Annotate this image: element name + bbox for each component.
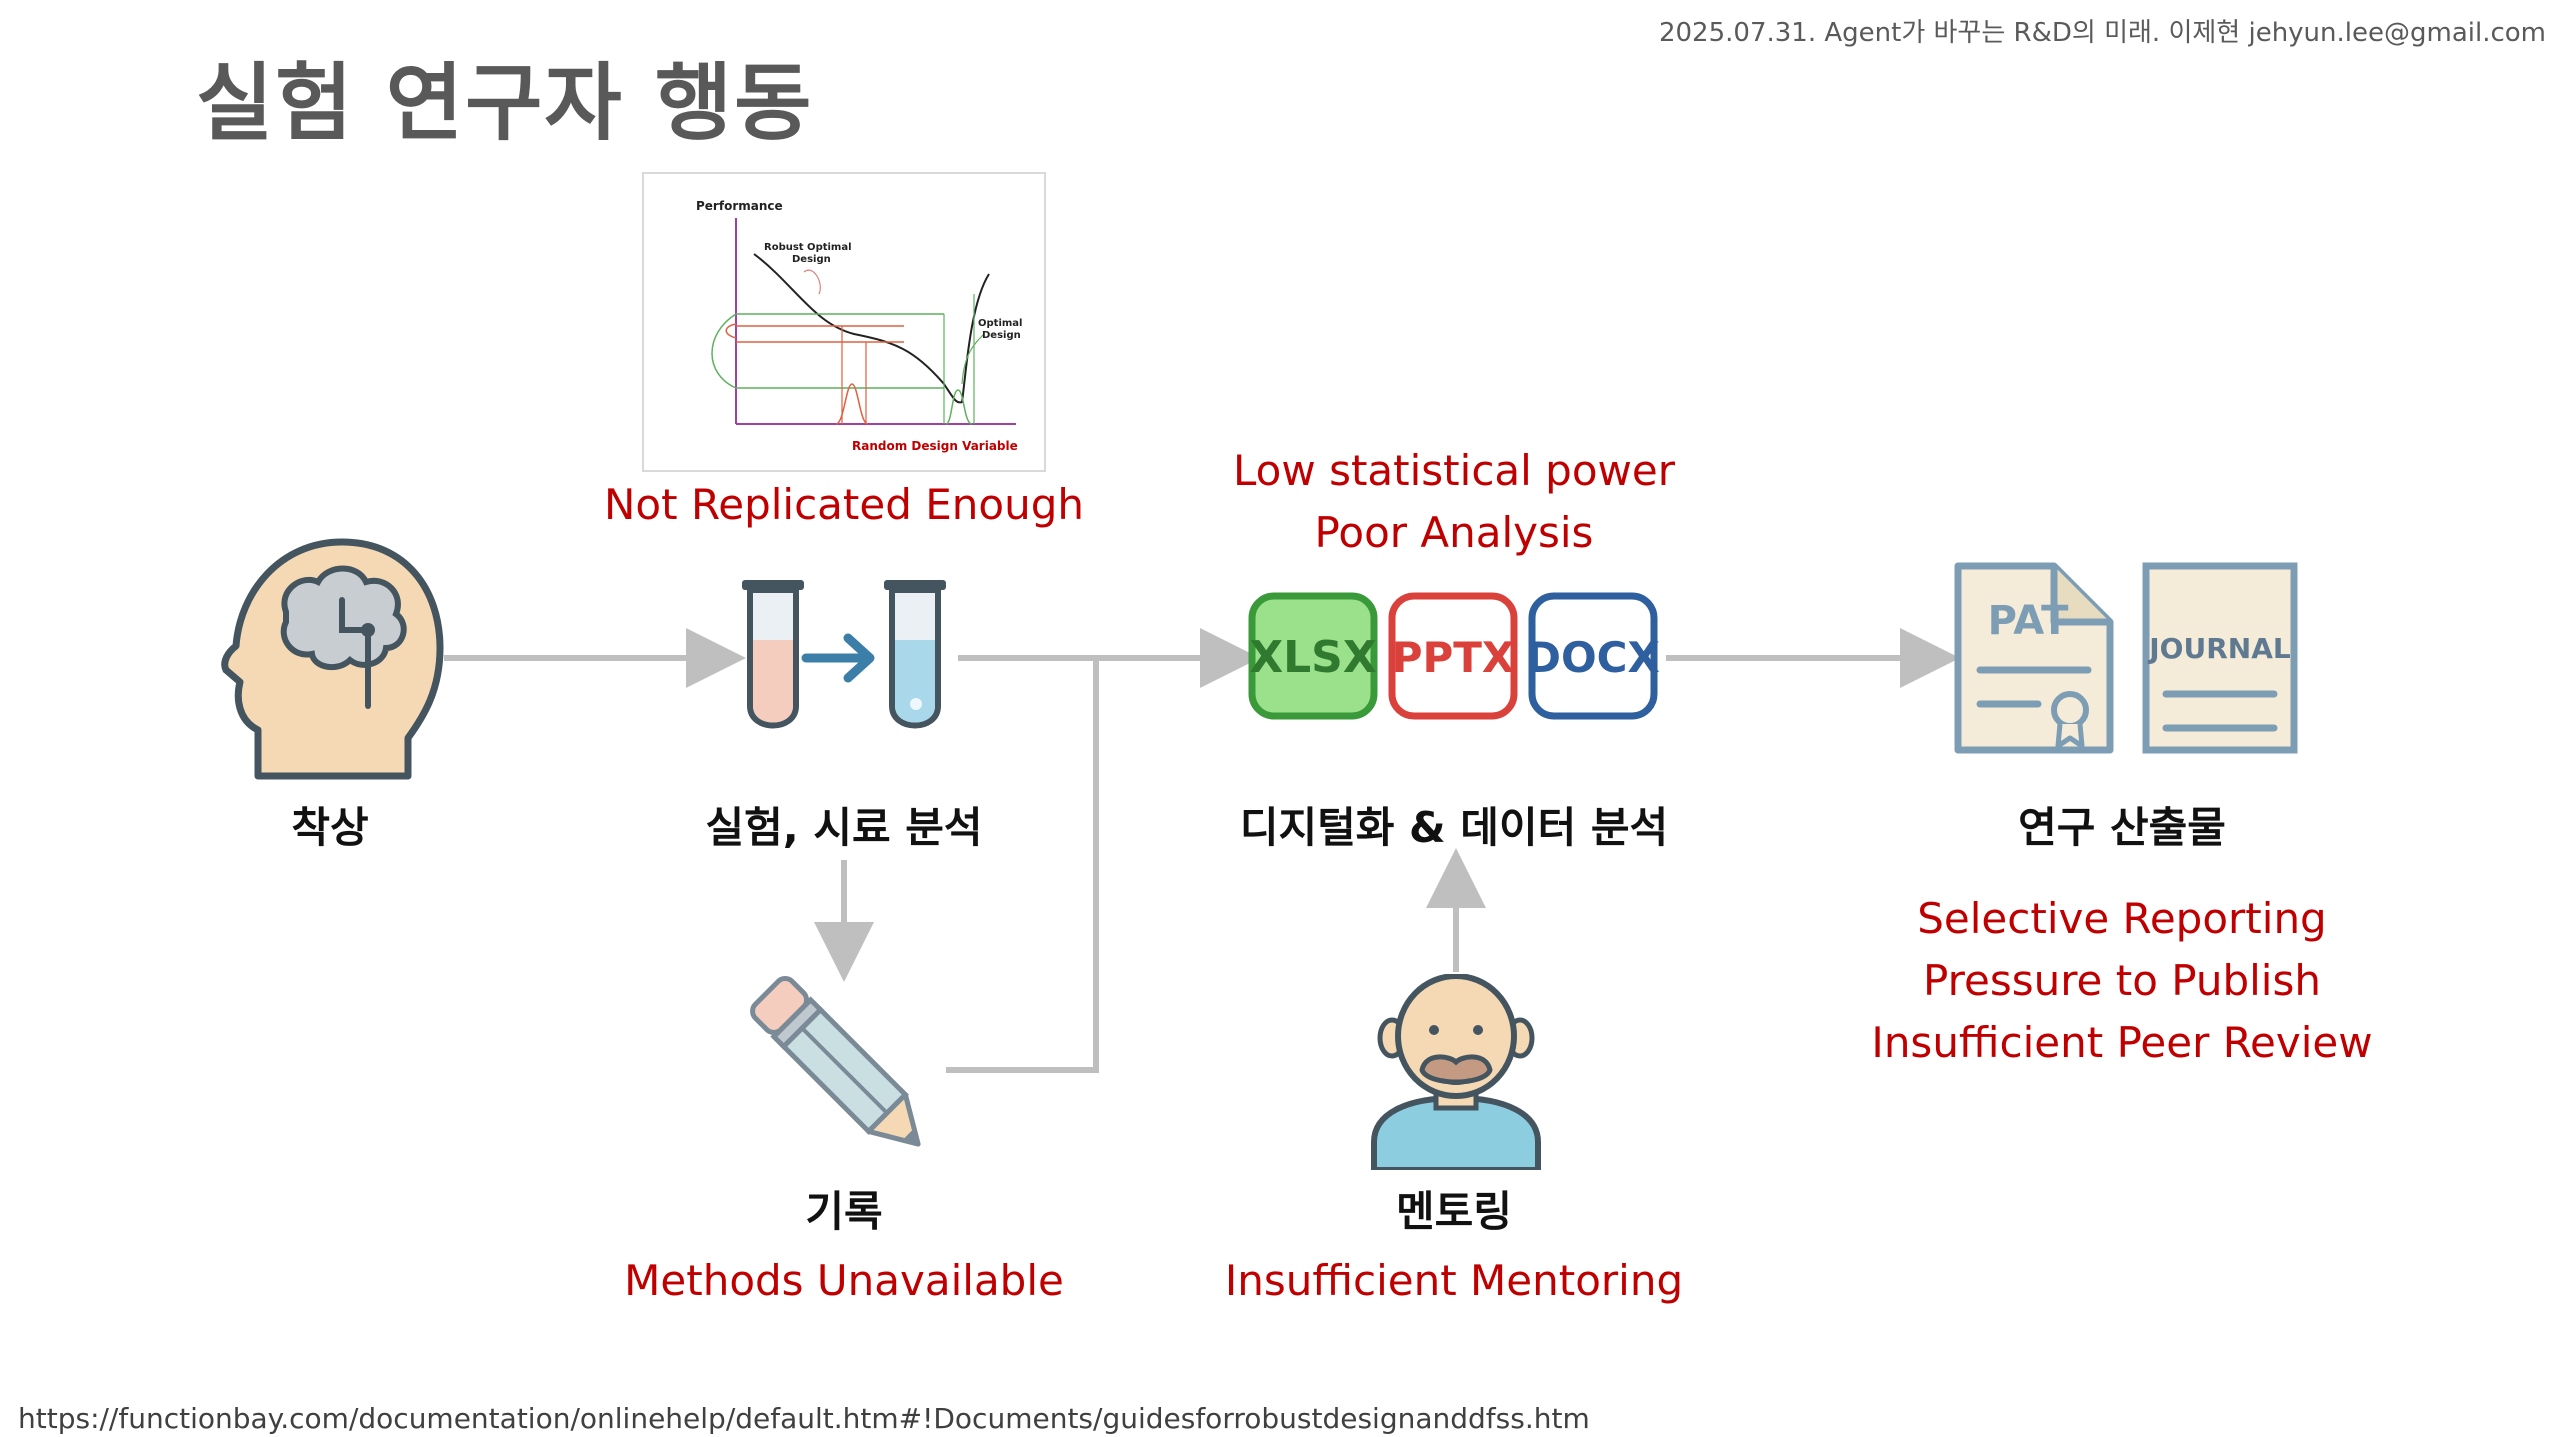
xlsx-badge-label: XLSX (1249, 632, 1377, 683)
patent-document-icon: PAT (1954, 562, 2114, 754)
issue-text: Not Replicated Enough (604, 480, 1084, 529)
figure-title: Performance (696, 199, 783, 213)
issue-text: Insufficient Peer Review (1871, 1018, 2373, 1067)
issue-text: Methods Unavailable (624, 1256, 1064, 1305)
journal-document-icon: JOURNAL (2142, 562, 2298, 754)
node-label-mentoring: 멘토링 (1396, 1187, 1512, 1236)
docx-badge-label: DOCX (1526, 633, 1660, 682)
node-label-digitize: 디지털화 & 데이터 분석 (1239, 803, 1669, 852)
mentor-avatar-icon (1371, 974, 1541, 1170)
xlsx-badge-icon: XLSX (1248, 592, 1378, 720)
issue-text: Insufficient Mentoring (1224, 1256, 1684, 1305)
pencil-icon (750, 976, 921, 1147)
figure-optimal-label: Optimal (978, 318, 1022, 329)
docx-badge-icon: DOCX (1526, 592, 1660, 720)
issue-digitize: Low statistical power Poor Analysis (1233, 440, 1675, 564)
pptx-badge-label: PPTX (1392, 633, 1515, 682)
node-label-ideation: 착상 (291, 803, 369, 852)
node-label-experiment: 실험, 시료 분석 (705, 803, 983, 852)
robust-design-figure: Performance Robust Optimal Design Optima… (642, 172, 1046, 472)
page-title: 실험 연구자 행동 (196, 54, 814, 152)
issue-recording: Methods Unavailable (624, 1250, 1064, 1312)
node-label-recording: 기록 (805, 1187, 883, 1236)
issue-mentoring: Insufficient Mentoring (1225, 1250, 1683, 1312)
issue-text: Pressure to Publish (1923, 956, 2321, 1005)
pptx-badge-icon: PPTX (1388, 592, 1518, 720)
performance-curve-chart: Performance Robust Optimal Design Optima… (696, 199, 1022, 453)
document-files-icon: XLSX PPTX DOCX (1248, 592, 1660, 720)
issue-text: Selective Reporting (1917, 894, 2327, 943)
figure-optimal-label-2: Design (982, 330, 1021, 341)
figure-robust-label: Robust Optimal (764, 242, 852, 253)
brain-head-icon (221, 538, 444, 780)
figure-robust-label-2: Design (792, 254, 831, 265)
figure-xlabel: Random Design Variable (852, 439, 1018, 453)
patent-badge-label: PAT (1988, 598, 2069, 644)
node-label-output: 연구 산출물 (2018, 803, 2226, 852)
header-info: 2025.07.31. Agent가 바꾸는 R&D의 미래. 이제현 jehy… (1658, 18, 2546, 48)
issue-text: Poor Analysis (1314, 508, 1594, 557)
issue-output: Selective Reporting Pressure to Publish … (1871, 888, 2372, 1074)
issue-experiment: Not Replicated Enough (604, 474, 1084, 536)
source-url: https://functionbay.com/documentation/on… (18, 1402, 1590, 1435)
arrow-recording-merge (946, 658, 1099, 1073)
issue-text: Low statistical power (1233, 446, 1675, 495)
patent-journal-icon: PAT JOURNAL (1954, 562, 2298, 754)
journal-badge-label: JOURNAL (2147, 632, 2291, 665)
test-tubes-icon (742, 580, 946, 729)
